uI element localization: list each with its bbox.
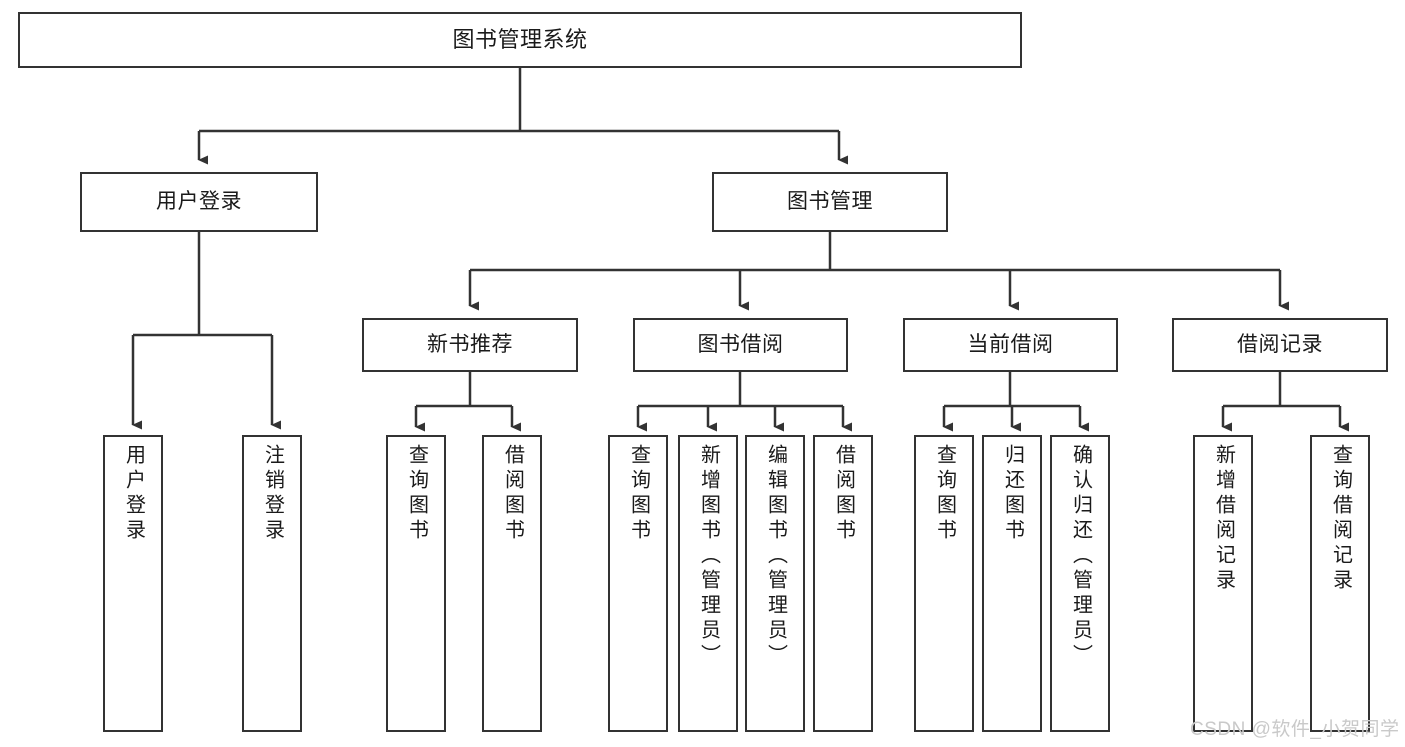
leaf-label: 新增图书（管理员）: [697, 444, 720, 669]
leaf-label: 查询图书: [627, 444, 650, 544]
leaf-label: 用户登录: [122, 444, 145, 544]
leaf-borrow-edit-book-admin[interactable]: 编辑图书（管理员）: [745, 435, 805, 732]
leaf-label: 编辑图书（管理员）: [764, 444, 787, 669]
node-user-login[interactable]: 用户登录: [80, 172, 318, 232]
leaf-label: 新增借阅记录: [1212, 444, 1235, 594]
node-current-borrow[interactable]: 当前借阅: [903, 318, 1118, 372]
leaf-current-return-book[interactable]: 归还图书: [982, 435, 1042, 732]
leaf-records-query-record[interactable]: 查询借阅记录: [1310, 435, 1370, 732]
node-book-borrow-label: 图书借阅: [697, 333, 784, 357]
node-borrow-records[interactable]: 借阅记录: [1172, 318, 1388, 372]
node-borrow-records-label: 借阅记录: [1237, 333, 1323, 357]
leaf-label: 确认归还（管理员）: [1069, 444, 1092, 669]
node-book-borrow[interactable]: 图书借阅: [633, 318, 848, 372]
leaf-current-query-book[interactable]: 查询图书: [914, 435, 974, 732]
leaf-label: 查询借阅记录: [1329, 444, 1352, 594]
leaf-recommend-borrow-book[interactable]: 借阅图书: [482, 435, 542, 732]
node-root-label: 图书管理系统: [452, 26, 588, 52]
leaf-records-add-record[interactable]: 新增借阅记录: [1193, 435, 1253, 732]
node-book-management[interactable]: 图书管理: [712, 172, 948, 232]
leaf-borrow-borrow-book[interactable]: 借阅图书: [813, 435, 873, 732]
leaf-user-login-login[interactable]: 用户登录: [103, 435, 163, 732]
leaf-label: 归还图书: [1001, 444, 1024, 544]
leaf-recommend-query-book[interactable]: 查询图书: [386, 435, 446, 732]
leaf-current-confirm-return-admin[interactable]: 确认归还（管理员）: [1050, 435, 1110, 732]
node-user-login-label: 用户登录: [156, 190, 242, 214]
leaf-label: 查询图书: [405, 444, 428, 544]
leaf-borrow-add-book-admin[interactable]: 新增图书（管理员）: [678, 435, 738, 732]
leaf-label: 借阅图书: [832, 444, 855, 544]
leaf-label: 借阅图书: [501, 444, 524, 544]
node-book-management-label: 图书管理: [787, 190, 873, 214]
leaf-label: 查询图书: [933, 444, 956, 544]
leaf-label: 注销登录: [261, 444, 284, 544]
node-current-borrow-label: 当前借阅: [967, 333, 1054, 357]
node-new-book-recommend[interactable]: 新书推荐: [362, 318, 578, 372]
csdn-watermark: CSDN @软件_小贺同学: [1190, 719, 1400, 740]
leaf-user-login-logout[interactable]: 注销登录: [242, 435, 302, 732]
node-root-system[interactable]: 图书管理系统: [18, 12, 1022, 68]
leaf-borrow-query-book[interactable]: 查询图书: [608, 435, 668, 732]
node-new-book-recommend-label: 新书推荐: [427, 333, 513, 357]
